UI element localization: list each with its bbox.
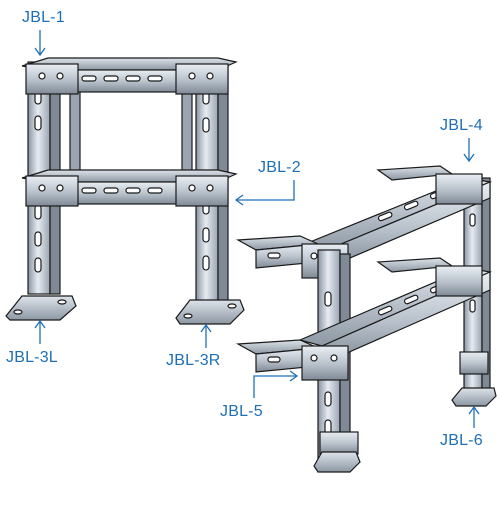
- left-frame: [5, 57, 245, 325]
- jbl3l-base-plate: [5, 295, 77, 321]
- jbl2-middle-beam: [21, 169, 238, 207]
- callout-arrows: [34, 30, 480, 428]
- jbl6-foot: [451, 387, 497, 407]
- label-jbl-3r: JBL-3R: [166, 352, 221, 369]
- jbl4-upper-beam: [235, 165, 493, 279]
- label-jbl-3l: JBL-3L: [6, 349, 58, 366]
- jbl1-arrow: [34, 30, 46, 57]
- jbl4-arrow: [463, 138, 475, 163]
- jbl6-arrow: [468, 405, 480, 428]
- label-jbl-4: JBL-4: [440, 117, 483, 134]
- jbl5-lower-beam: [235, 257, 493, 381]
- label-jbl-6: JBL-6: [440, 432, 483, 449]
- jbl3r-base-plate: [175, 299, 245, 325]
- jbl3r-arrow: [200, 323, 212, 348]
- jbl2-arrow: [234, 180, 295, 206]
- jbl5-arrow: [253, 370, 299, 398]
- label-jbl-1: JBL-1: [22, 9, 65, 26]
- jbl3l-arrow: [34, 319, 46, 344]
- label-jbl-5: JBL-5: [220, 403, 263, 420]
- right-frame: [235, 165, 497, 473]
- jbl1-top-beam: [21, 57, 238, 95]
- label-jbl-2: JBL-2: [258, 159, 301, 176]
